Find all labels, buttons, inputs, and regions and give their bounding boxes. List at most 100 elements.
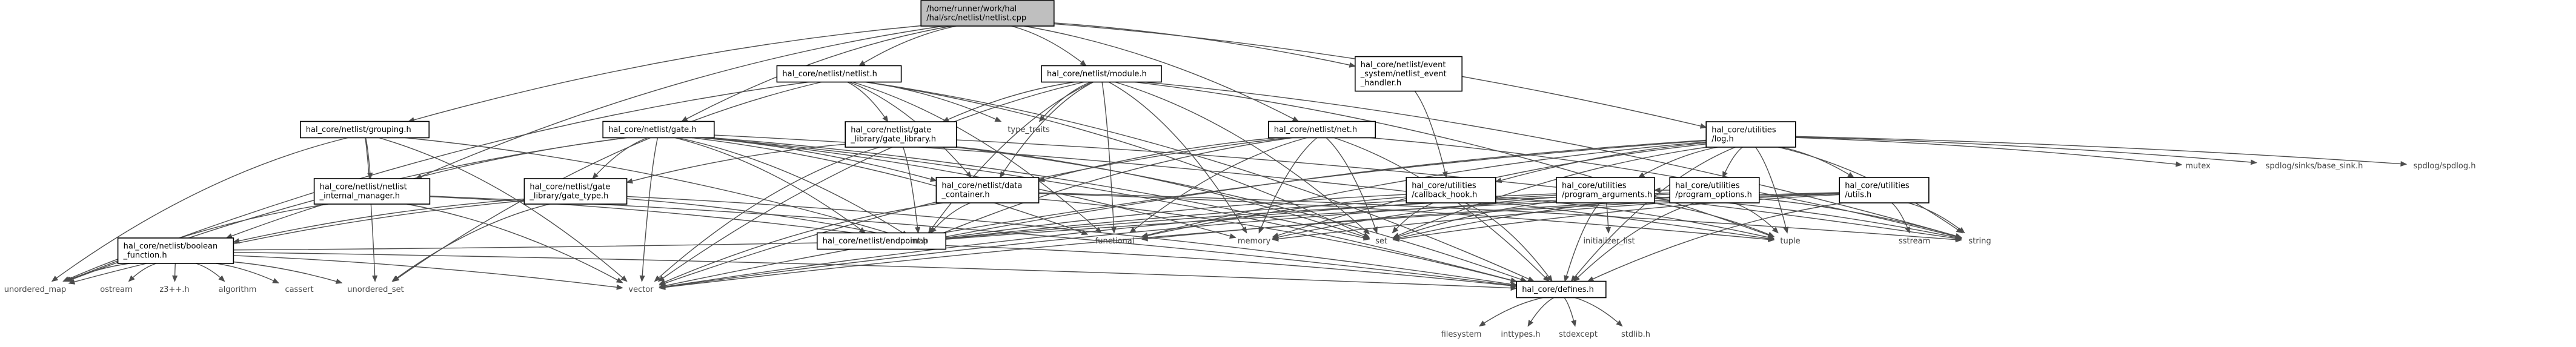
node-label: hal_core/netlist/net.h (1274, 125, 1357, 134)
node-module-h[interactable]: hal_core/netlist/module.h (1041, 65, 1162, 83)
node-box (117, 237, 234, 264)
node-box (1355, 56, 1463, 92)
node-box (313, 178, 431, 205)
node-label: /hal/src/netlist/netlist.cpp (926, 14, 1026, 23)
edge-callback-hook-to-functional (1141, 196, 1407, 237)
edge-utils-h-to-set (1393, 194, 1840, 240)
edge-boolean-fn-to-vector (233, 255, 623, 289)
edge-arrowhead (1783, 226, 1789, 234)
node-box (602, 121, 715, 139)
node-box (935, 177, 1040, 203)
edge-prog-args-to-memory (1272, 197, 1557, 239)
edge-gate-h-to-vector (641, 137, 659, 282)
node-label: cassert (285, 285, 313, 294)
node-label: algorithm (219, 285, 257, 294)
node-label: tuple (1780, 237, 1800, 246)
node-gate-lib-h[interactable]: hal_core/netlist/gate_library/gate_libra… (845, 121, 957, 148)
node-functional: functional (1095, 237, 1135, 246)
edge-data-container-to-defines-h (1038, 198, 1517, 282)
edge-arrowhead (858, 60, 866, 67)
node-label: hal_core/netlist/netlist.h (782, 70, 877, 79)
node-label: hal_core/defines.h (1522, 285, 1594, 294)
node-label: memory (1238, 237, 1271, 246)
node-unordered-map: unordered_map (4, 285, 67, 294)
edge-grouping-h-to-vector (379, 137, 628, 282)
edge-module-h-to-functional (1101, 82, 1115, 233)
edge-arrowhead (1571, 320, 1576, 327)
node-netlist-h[interactable]: hal_core/netlist/netlist.h (776, 65, 902, 83)
node-string: string (1968, 237, 1991, 246)
node-label: /log.h (1711, 135, 1734, 144)
edge-gate-type-h-to-boolean-fn (233, 198, 525, 243)
graph-edges (51, 22, 2408, 327)
edge-log-h-to-callback-hook (1495, 142, 1707, 182)
edge-gate-h-to-map (677, 137, 908, 237)
node-internal-mgr[interactable]: hal_core/netlist/netlist_internal_manage… (313, 178, 431, 205)
edge-arrowhead (882, 115, 889, 123)
edge-arrowhead (1392, 236, 1399, 242)
edge-arrowhead (659, 284, 666, 290)
node-label: unordered_map (4, 285, 67, 294)
node-callback-hook[interactable]: hal_core/utilities/callback_hook.h (1406, 177, 1496, 203)
node-event-h[interactable]: hal_core/netlist/event_system/netlist_ev… (1355, 56, 1463, 92)
edge-arrowhead (372, 275, 378, 282)
edge-root-to-event-h (1054, 22, 1355, 67)
node-log-h[interactable]: hal_core/utilities/log.h (1705, 121, 1796, 148)
edge-arrowhead (1587, 276, 1595, 282)
node-ostream: ostream (100, 285, 133, 294)
edge-boolean-fn-to-defines-h (233, 251, 1517, 289)
edge-arrowhead (1570, 275, 1578, 282)
node-label: set (1375, 237, 1387, 246)
edge-module-h-to-string (1144, 81, 1962, 238)
node-label: map (911, 237, 929, 246)
edge-gate-lib-h-to-vector (654, 147, 880, 282)
node-grouping-h[interactable]: hal_core/netlist/grouping.h (299, 121, 430, 139)
node-label: hal_core/utilities (1675, 182, 1740, 191)
node-utils-h[interactable]: hal_core/utilities/utils.h (1839, 177, 1930, 203)
edge-gate-type-h-to-map (626, 198, 908, 240)
node-defines-h[interactable]: hal_core/defines.h (1516, 280, 1607, 299)
edge-prog-args-to-set (1393, 200, 1557, 239)
node-filesystem: filesystem (1441, 330, 1482, 339)
edge-internal-mgr-to-map (430, 196, 908, 240)
edge-netlist-h-to-functional (852, 81, 1102, 234)
graph-nodes: /home/runner/work/hal/hal/src/netlist/ne… (4, 0, 2475, 339)
node-endpoint-h[interactable]: hal_core/netlist/endpoint.h (817, 232, 947, 250)
edge-boolean-fn-to-map (233, 240, 908, 251)
node-net-h[interactable]: hal_core/netlist/net.h (1268, 121, 1376, 139)
node-boolean-fn[interactable]: hal_core/netlist/boolean_function.h (117, 237, 234, 264)
node-label: /callback_hook.h (1412, 191, 1477, 200)
node-prog-args[interactable]: hal_core/utilities/program_arguments.h (1556, 177, 1655, 203)
edge-root-to-gate-h (681, 25, 952, 122)
edge-log-h-to-mutex (1795, 137, 2182, 165)
node-label: initializer_list (1583, 237, 1635, 246)
node-root[interactable]: /home/runner/work/hal/hal/src/netlist/ne… (920, 0, 1055, 27)
edge-log-h-to-utils-h (1781, 147, 1854, 178)
edge-module-h-to-tuple (1135, 81, 1774, 238)
edge-root-to-grouping-h (408, 25, 921, 122)
edge-arrowhead (1699, 123, 1707, 129)
node-label: hal_core/netlist/gate (851, 126, 931, 135)
edge-net-h-to-map (931, 137, 1293, 239)
edge-arrowhead (272, 278, 279, 283)
edge-arrowhead (1905, 226, 1910, 234)
node-gate-h[interactable]: hal_core/netlist/gate.h (602, 121, 715, 139)
edge-arrowhead (1564, 275, 1570, 282)
edge-arrowhead (1771, 226, 1779, 234)
node-data-container[interactable]: hal_core/netlist/data_container.h (935, 177, 1040, 203)
edge-arrowhead (994, 116, 1002, 122)
node-label: hal_core/netlist/data (941, 182, 1022, 191)
edge-utils-h-to-string (1908, 202, 1965, 234)
edge-arrowhead (1272, 236, 1279, 242)
node-cassert: cassert (285, 285, 313, 294)
edge-arrowhead (930, 176, 937, 182)
edge-arrowhead (1229, 233, 1237, 239)
node-unordered-set: unordered_set (347, 285, 403, 294)
edge-arrowhead (1510, 277, 1518, 283)
node-label: _container.h (941, 191, 989, 200)
edge-arrowhead (68, 279, 76, 285)
node-gate-type-h[interactable]: hal_core/netlist/gate_library/gate_type.… (523, 178, 628, 205)
node-prog-opts[interactable]: hal_core/utilities/program_options.h (1669, 177, 1760, 203)
edge-boolean-fn-to-cassert (216, 263, 279, 283)
